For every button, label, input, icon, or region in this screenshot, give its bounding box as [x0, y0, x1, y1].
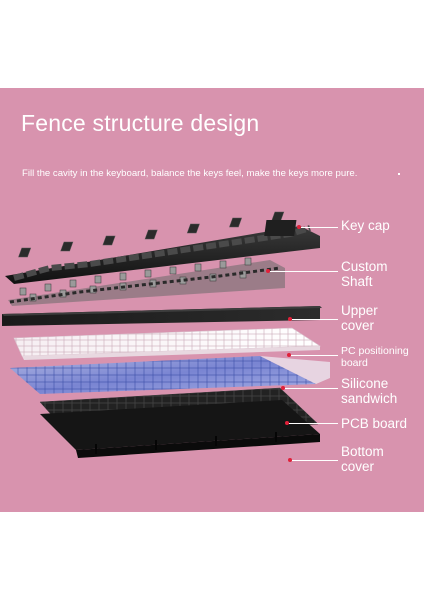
- label-line: Key cap: [341, 218, 390, 233]
- shaft-layer: [8, 257, 285, 306]
- exploded-keyboard-illustration: [2, 211, 330, 458]
- label-upper-cover: Upper cover: [341, 303, 378, 333]
- label-line: Silicone: [341, 376, 389, 391]
- label-line: board: [341, 356, 368, 369]
- label-custom-shaft: Custom Shaft: [341, 259, 388, 289]
- pcb-marker: [285, 421, 289, 425]
- label-bottom-cover: Bottom cover: [341, 444, 384, 474]
- silicone-layer: [10, 356, 330, 394]
- bottom-cover-leader-line: [292, 460, 338, 461]
- pc-board-leader-line: [291, 355, 338, 356]
- label-line: Shaft: [341, 274, 373, 290]
- label-line: Upper: [341, 303, 378, 318]
- pc-board-marker: [287, 353, 291, 357]
- label-line: cover: [341, 318, 375, 334]
- silicone-leader-line: [285, 388, 338, 389]
- label-pc-positioning-board: PC positioning board: [341, 345, 409, 370]
- banner-subtitle: Fill the cavity in the keyboard, balance…: [22, 168, 358, 179]
- label-silicone-sandwich: Silicone sandwich: [341, 376, 397, 406]
- silicone-marker: [281, 386, 285, 390]
- upper-cover-layer: [2, 306, 322, 326]
- keycap-marker: [297, 225, 301, 229]
- label-line: Custom: [341, 259, 388, 274]
- bottom-cover-marker: [288, 458, 292, 462]
- bottom-cover-layer: [40, 400, 320, 458]
- pc-board-layer: [13, 327, 321, 360]
- label-line: PC positioning: [341, 345, 409, 357]
- keycap-layer: [5, 211, 320, 284]
- keycap-leader-line: [301, 227, 338, 228]
- label-key-cap: Key cap: [341, 218, 390, 233]
- upper-cover-marker: [288, 317, 292, 321]
- shaft-leader-line: [270, 271, 338, 272]
- label-line: Bottom: [341, 444, 384, 459]
- label-line: sandwich: [341, 391, 398, 407]
- banner-title: Fence structure design: [21, 110, 260, 136]
- label-line: cover: [341, 459, 375, 475]
- label-line: PCB board: [341, 416, 408, 431]
- upper-cover-leader-line: [292, 319, 338, 320]
- product-banner: Fence structure design Fill the cavity i…: [0, 88, 424, 512]
- label-pcb-board: PCB board: [341, 416, 407, 431]
- shaft-marker: [266, 269, 270, 273]
- decorative-dot: [398, 173, 400, 175]
- pcb-leader-line: [289, 423, 338, 424]
